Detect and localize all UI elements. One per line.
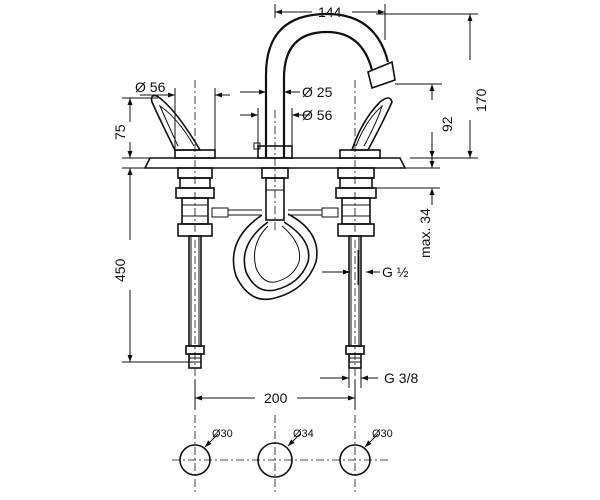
dim-supply-thread: G 3/8 [320,368,418,388]
dim-outlet-height: 92 [395,83,455,158]
dim-center-spacing-label: 200 [264,390,288,406]
dim-spout-base-dia-label: Ø 56 [302,107,333,123]
left-handle [150,94,216,159]
dim-handle-height-label: 75 [112,124,128,140]
supply-tubes [185,235,365,369]
dim-handle-dia-label: Ø 56 [135,79,166,95]
right-handle [339,97,393,159]
hole-right-label: Ø30 [372,428,393,440]
dim-spout-dia: Ø 25 [240,84,333,100]
dim-spout-reach-label: 144 [318,4,342,20]
dim-spout-dia-label: Ø 25 [302,84,333,100]
dim-below-deck-label: 450 [112,258,128,282]
hole-middle-label: Ø34 [293,428,314,440]
hole-left [179,444,211,476]
dim-hose-thread: G ½ [322,250,409,285]
dim-max-deck: max. 34 [374,150,440,258]
dim-max-deck-label: max. 34 [417,208,433,258]
right-valve-body [335,167,377,237]
centerlines [194,80,356,380]
dim-supply-thread-label: G 3/8 [384,370,418,386]
hole-right [339,444,371,476]
dim-spout-height: 170 [376,13,489,159]
dim-spout-reach: 144 [274,4,386,40]
dim-handle-height: 75 [112,97,158,159]
mounting-holes: Ø30 Ø34 Ø30 [172,415,393,495]
dim-hose-thread-label: G ½ [382,264,409,280]
dim-outlet-height-label: 92 [439,116,455,132]
dim-spout-base-dia: Ø 56 [240,107,333,146]
connecting-hoses [211,207,339,301]
dim-spout-height-label: 170 [473,88,489,112]
dim-handle-dia: Ø 56 [135,79,230,150]
dim-below-deck: 450 [112,167,189,363]
dim-center-spacing: 200 [194,380,356,410]
hole-middle [257,442,293,478]
hole-left-label: Ø30 [212,428,233,440]
